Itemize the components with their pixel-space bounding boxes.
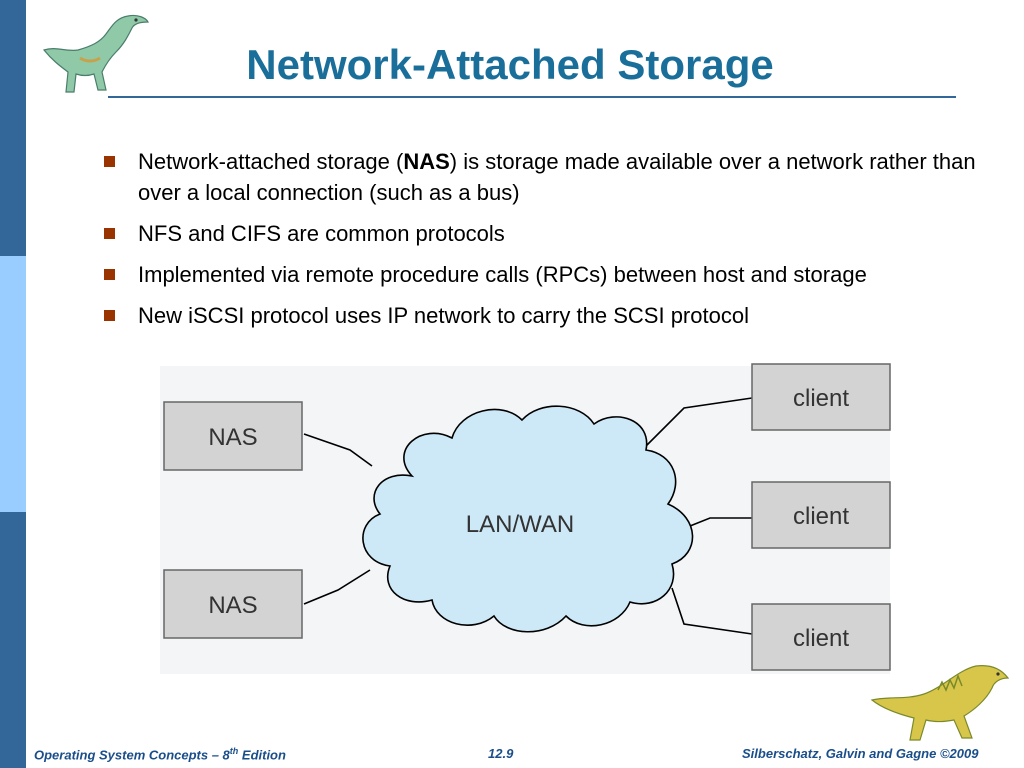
nas-box-label: NAS bbox=[208, 592, 257, 619]
network-label: LAN/WAN bbox=[466, 511, 574, 538]
sidebar-block-bottom bbox=[0, 512, 26, 768]
bullet-text: NFS and CIFS are common protocols bbox=[138, 221, 505, 246]
sidebar-strip bbox=[0, 0, 26, 768]
footer-edition-sup: th bbox=[229, 746, 239, 756]
dinosaur-icon bbox=[42, 14, 149, 93]
footer-edition-text: Edition bbox=[238, 747, 286, 763]
bullet-bold-term: NAS bbox=[403, 149, 450, 174]
client-box-label: client bbox=[793, 625, 849, 652]
footer-page-number: 12.9 bbox=[488, 746, 514, 761]
connection-lines bbox=[303, 397, 753, 635]
nas-network-diagram: LAN/WAN NAS NAS client client client bbox=[160, 363, 891, 674]
bullet-text: Network-attached storage ( bbox=[138, 149, 404, 174]
bullet-item: Implemented via remote procedure calls (… bbox=[104, 259, 1004, 290]
nas-box: NAS bbox=[163, 401, 303, 471]
sidebar-block-middle bbox=[0, 256, 26, 512]
square-bullet-icon bbox=[104, 269, 115, 280]
bullet-item: NFS and CIFS are common protocols bbox=[104, 218, 1004, 249]
nas-box: NAS bbox=[163, 569, 303, 639]
client-box-label: client bbox=[793, 503, 849, 530]
footer-authors: Silberschatz, Galvin and Gagne ©2009 bbox=[742, 746, 979, 761]
square-bullet-icon bbox=[104, 156, 115, 167]
slide-title: Network-Attached Storage bbox=[246, 41, 774, 88]
bullet-text-cont: ) is storage made available over a netwo… bbox=[138, 149, 976, 205]
footer-book-text: Operating System Concepts – 8 bbox=[34, 747, 230, 763]
bullet-list: Network-attached storage (NAS) is storag… bbox=[104, 146, 1004, 341]
client-box: client bbox=[751, 603, 891, 671]
lan-wan-cloud bbox=[362, 405, 694, 633]
footer-book-title: Operating System Concepts – 8th Edition bbox=[34, 746, 286, 762]
nas-box-label: NAS bbox=[208, 424, 257, 451]
bullet-text: New iSCSI protocol uses IP network to ca… bbox=[138, 303, 749, 328]
client-box: client bbox=[751, 363, 891, 431]
title-divider bbox=[108, 96, 956, 98]
square-bullet-icon bbox=[104, 228, 115, 239]
client-box-label: client bbox=[793, 385, 849, 412]
bullet-item: New iSCSI protocol uses IP network to ca… bbox=[104, 300, 1004, 331]
dinosaur-icon bbox=[870, 665, 1010, 741]
bullet-item: Network-attached storage (NAS) is storag… bbox=[104, 146, 1004, 208]
bullet-text: Implemented via remote procedure calls (… bbox=[138, 262, 867, 287]
square-bullet-icon bbox=[104, 310, 115, 321]
client-box: client bbox=[751, 481, 891, 549]
sidebar-block-top bbox=[0, 0, 26, 256]
